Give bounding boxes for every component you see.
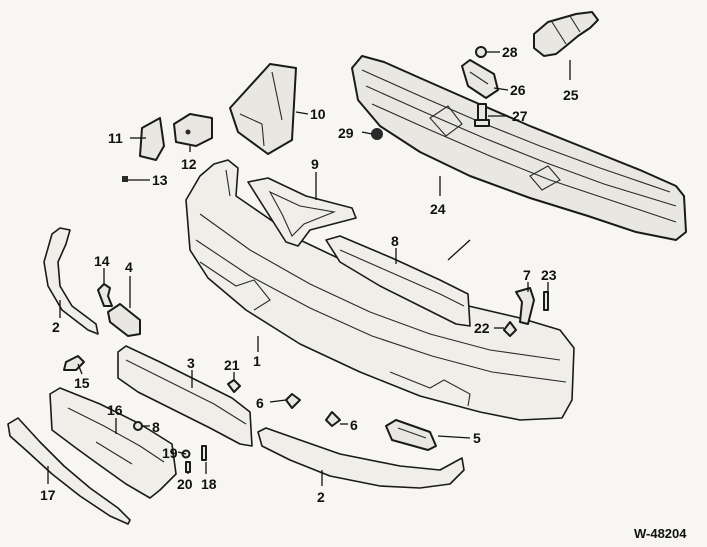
- callout-9: 9: [311, 156, 319, 172]
- callout-labels: 25 28 26 27 29 10 11 12 13 9 24 8 7 23 2…: [40, 44, 579, 505]
- part-15-cap: [63, 355, 85, 371]
- callout-27: 27: [512, 108, 528, 124]
- callout-10: 10: [310, 106, 326, 122]
- part-29-nut: [371, 128, 383, 140]
- callout-21: 21: [224, 357, 240, 373]
- part-8-trim-strip: [325, 235, 471, 327]
- callout-6-lower: 6: [350, 417, 358, 433]
- callout-8-lower: 8: [152, 419, 160, 435]
- part-16-license-plate-base: [49, 387, 177, 499]
- callout-25: 25: [563, 87, 579, 103]
- callout-4: 4: [125, 259, 133, 275]
- callout-19: 19: [162, 445, 178, 461]
- part-12-bracket: [173, 113, 213, 147]
- part-2-trim-strip-side: [43, 227, 99, 335]
- part-6-clip-b: [325, 411, 341, 427]
- callout-18: 18: [201, 476, 217, 492]
- leader-lines: [47, 51, 571, 486]
- callout-13: 13: [152, 172, 168, 188]
- part-17-trim-strip-lower: [7, 417, 131, 525]
- part-27-bolt: [474, 103, 490, 127]
- part-24-bumper-reinforcement: [351, 55, 687, 241]
- part-2-trim-strip-lower: [257, 427, 465, 489]
- callout-26: 26: [510, 82, 526, 98]
- callout-24: 24: [430, 201, 446, 217]
- callout-23: 23: [541, 267, 557, 283]
- part-11-bracket: [139, 117, 165, 161]
- callout-12: 12: [181, 156, 197, 172]
- reference-code: W-48204: [634, 526, 687, 541]
- part-22-clip: [503, 321, 517, 337]
- part-28-nut: [475, 46, 487, 58]
- callout-20: 20: [177, 476, 193, 492]
- part-25-bumper-mount: [533, 11, 599, 57]
- part-21-clip: [227, 379, 241, 393]
- part-23-bolt: [543, 291, 549, 311]
- callout-2-lower: 2: [317, 489, 325, 505]
- part-20-clip: [185, 461, 191, 473]
- callout-22: 22: [474, 320, 490, 336]
- part-7-bracket: [515, 287, 535, 325]
- callout-17: 17: [40, 487, 56, 503]
- part-9-trim-panel: [247, 177, 357, 247]
- callout-6-upper: 6: [256, 395, 264, 411]
- callout-16: 16: [107, 402, 123, 418]
- callout-14: 14: [94, 253, 110, 269]
- part-5-lamp-cover: [385, 419, 437, 451]
- part-3-bracket-strip: [117, 345, 253, 447]
- part-6-clip-a: [285, 393, 301, 409]
- callout-5: 5: [473, 430, 481, 446]
- callout-3: 3: [187, 355, 195, 371]
- callout-1: 1: [253, 353, 261, 369]
- part-26-bracket: [461, 59, 499, 99]
- part-1-bumper-cover: [185, 159, 575, 421]
- callout-29: 29: [338, 125, 354, 141]
- callout-15: 15: [74, 375, 90, 391]
- part-8-clip-lower: [133, 421, 143, 431]
- part-10-bracket: [229, 63, 297, 155]
- part-4-side-marker: [107, 303, 141, 337]
- callout-28: 28: [502, 44, 518, 60]
- part-13-clip: [122, 176, 128, 182]
- callout-8: 8: [391, 233, 399, 249]
- part-18-screw: [201, 445, 207, 461]
- part-14-clip: [97, 283, 113, 307]
- callout-11: 11: [108, 130, 123, 146]
- callout-2-upper: 2: [52, 319, 60, 335]
- callout-7: 7: [523, 267, 531, 283]
